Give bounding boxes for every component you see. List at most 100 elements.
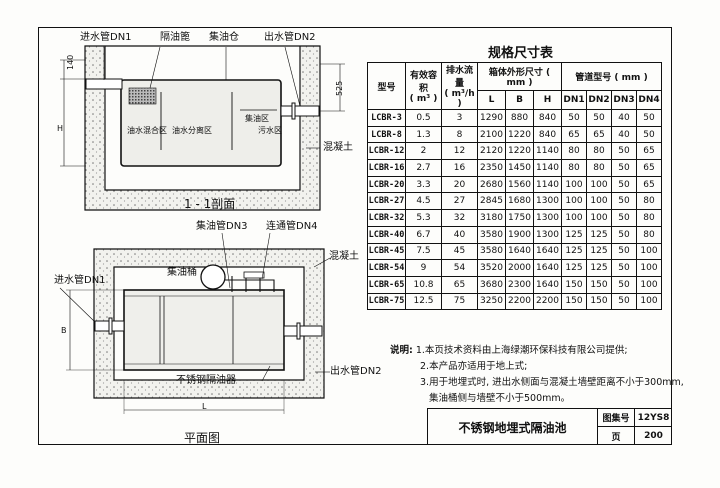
value-cell: 50 [611,242,637,261]
value-cell: 2000 [505,259,534,277]
plan-separator-label: 不锈钢隔油器 [176,375,236,386]
value-cell: 65 [636,175,662,194]
value-cell: 50 [611,192,637,211]
value-cell: 1640 [533,275,562,294]
value-cell: 5.3 [405,209,442,227]
value-cell: 2 [405,142,442,161]
atlas-no: 12YS8 [634,408,672,426]
value-cell: 3180 [477,209,506,227]
header-DN4: DN4 [636,89,662,111]
value-cell: 1.3 [405,125,442,144]
value-cell: 65 [636,159,662,177]
notes-block: 说明: 1.本页技术资料由上海绿潮环保科技有限公司提供; 2.本产品亦适用于地上… [390,343,684,407]
dim-l: L [202,402,207,411]
value-cell: 1140 [533,142,562,161]
value-cell: 2200 [505,292,534,311]
value-cell: 4.5 [405,192,442,211]
drawing-title: 不锈钢地埋式隔油池 [427,408,597,445]
value-cell: 3580 [477,225,506,244]
value-cell: 27 [441,192,478,211]
value-cell: 125 [586,225,612,244]
value-cell: 10.8 [405,275,442,294]
value-cell: 3520 [477,259,506,277]
value-cell: 1220 [505,142,534,161]
dim-h: H [57,124,64,133]
value-cell: 50 [561,109,587,127]
value-cell: 100 [636,242,662,261]
header-B: B [505,89,534,111]
plan-concrete-label: 混凝土 [329,251,359,262]
value-cell: 125 [586,242,612,261]
value-cell: 50 [636,109,662,127]
value-cell: 1680 [505,192,534,211]
value-cell: 100 [561,175,587,194]
section-concrete-shell [84,45,321,211]
plan-outlet-pipe [283,325,323,337]
value-cell: 16 [441,159,478,177]
plan-vent-pipe-label: 连通管DN4 [266,221,318,232]
atlas-label: 图集号 [597,408,634,426]
value-cell: 12 [441,142,478,161]
value-cell: 1900 [505,225,534,244]
value-cell: 50 [611,159,637,177]
value-cell: 65 [561,125,587,144]
value-cell: 50 [586,109,612,127]
model-cell: LCBR-45 [367,242,406,261]
plan-oil-bucket [200,264,226,290]
plan-oil-pipe-label: 集油管DN3 [196,221,248,232]
value-cell: 125 [561,242,587,261]
value-cell: 2350 [477,159,506,177]
value-cell: 3250 [477,292,506,311]
value-cell: 100 [636,275,662,294]
value-cell: 80 [586,142,612,161]
value-cell: 50 [636,125,662,144]
value-cell: 125 [586,259,612,277]
model-cell: LCBR-32 [367,209,406,227]
value-cell: 100 [586,175,612,194]
value-cell: 50 [611,209,637,227]
value-cell: 1450 [505,159,534,177]
header-DN2: DN2 [586,89,612,111]
value-cell: 80 [636,209,662,227]
plan-concrete-shell [93,248,325,399]
value-cell: 1140 [533,159,562,177]
value-cell: 880 [505,109,534,127]
value-cell: 9 [405,259,442,277]
value-cell: 80 [561,159,587,177]
value-cell: 2100 [477,125,506,144]
note-line-4: 集油桶侧与墙壁不小于500mm。 [429,393,571,404]
plan-oil-bucket-label: 集油桶 [167,267,197,278]
model-cell: LCBR-20 [367,175,406,194]
header-pipe: 管道型号 ( mm ) [561,62,662,91]
zone-sewage-label: 污水区 [258,126,282,135]
value-cell: 100 [561,192,587,211]
value-cell: 100 [636,259,662,277]
section-outlet-label: 出水管DN2 [264,32,316,43]
value-cell: 840 [533,125,562,144]
value-cell: 40 [611,125,637,144]
section-grate [128,87,157,105]
value-cell: 3.3 [405,175,442,194]
value-cell: 150 [561,292,587,311]
value-cell: 45 [441,242,478,261]
value-cell: 1300 [533,209,562,227]
value-cell: 50 [611,292,637,311]
value-cell: 65 [441,275,478,294]
value-cell: 1560 [505,175,534,194]
value-cell: 150 [586,292,612,311]
value-cell: 2680 [477,175,506,194]
value-cell: 12.5 [405,292,442,311]
value-cell: 50 [611,275,637,294]
value-cell: 100 [561,209,587,227]
value-cell: 65 [636,142,662,161]
